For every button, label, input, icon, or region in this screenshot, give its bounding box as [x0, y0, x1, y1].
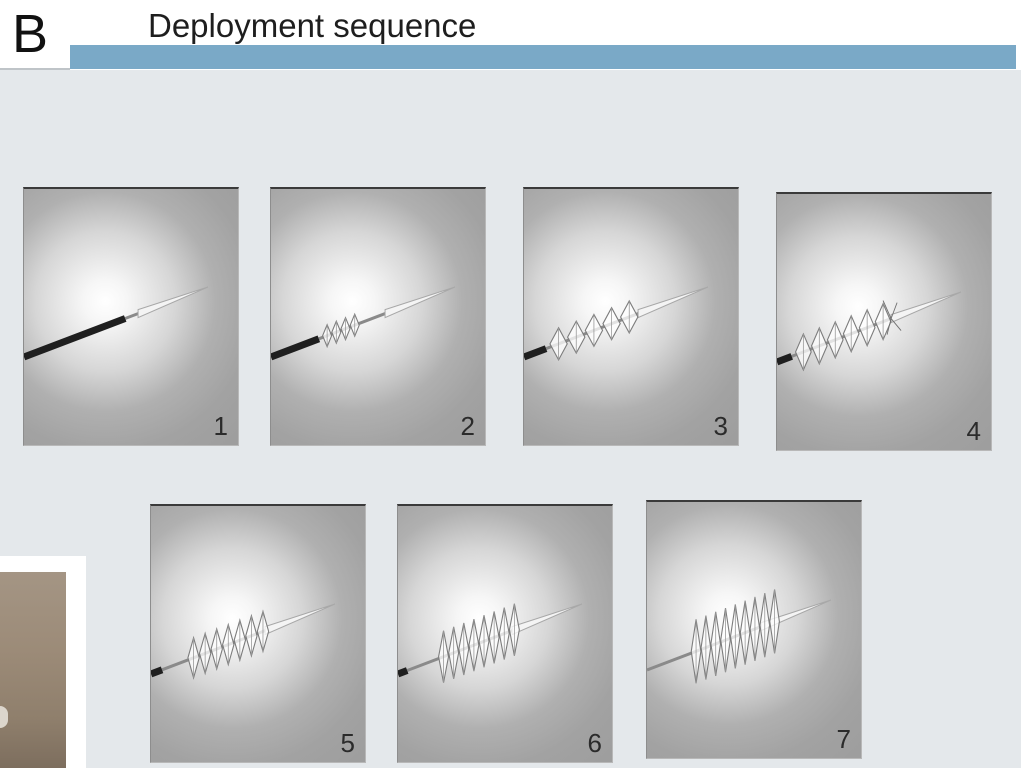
- nose-cone: [890, 291, 962, 324]
- step-number: 5: [340, 728, 355, 758]
- step-frame-6: 6: [397, 504, 613, 763]
- step-frame-3: 3: [523, 187, 739, 446]
- step-frame-5: 5: [150, 504, 366, 763]
- valve-stent: [322, 312, 360, 349]
- step-number: 1: [213, 411, 228, 441]
- delivery-sheath: [271, 335, 321, 361]
- step-number: 4: [966, 416, 981, 446]
- side-photo-highlight: [0, 706, 8, 728]
- step-frame-4: 4: [776, 192, 992, 451]
- valve-stent: [794, 300, 902, 372]
- catheter-illustration: [24, 286, 209, 361]
- catheter-illustration: [777, 291, 962, 372]
- valve-stent: [187, 609, 270, 680]
- step-frame-1: 1: [23, 187, 239, 446]
- step-number: 6: [587, 728, 602, 758]
- step-number: 2: [460, 411, 475, 441]
- valve-stent: [438, 603, 520, 683]
- catheter-illustration: [524, 286, 709, 361]
- delivery-sheath: [398, 667, 409, 678]
- step-frame-7: 7: [646, 500, 862, 759]
- delivery-sheath: [151, 666, 164, 678]
- header-divider: [0, 68, 70, 70]
- step-number: 3: [713, 411, 728, 441]
- nose-cone: [637, 286, 709, 319]
- nose-cone: [137, 286, 209, 319]
- delivery-sheath: [777, 353, 793, 366]
- nose-cone: [384, 286, 456, 319]
- catheter-illustration: [271, 286, 456, 361]
- title-underline-bar: [70, 45, 1016, 69]
- nose-cone: [264, 603, 336, 636]
- step-frame-2: 2: [270, 187, 486, 446]
- panel-title: Deployment sequence: [148, 7, 477, 44]
- delivery-sheath: [524, 345, 548, 361]
- valve-stent: [690, 589, 780, 684]
- catheter-illustration: [151, 603, 336, 680]
- step-number: 7: [836, 724, 851, 754]
- panel-header: B Deployment sequence: [0, 0, 1021, 70]
- side-photo: [0, 556, 86, 768]
- valve-stent: [549, 299, 639, 361]
- catheter-illustration: [398, 603, 583, 683]
- delivery-sheath: [24, 315, 127, 361]
- panel-letter: B: [12, 4, 49, 64]
- catheter-illustration: [647, 589, 832, 684]
- side-photo-image: [0, 572, 66, 768]
- nose-cone: [511, 603, 583, 636]
